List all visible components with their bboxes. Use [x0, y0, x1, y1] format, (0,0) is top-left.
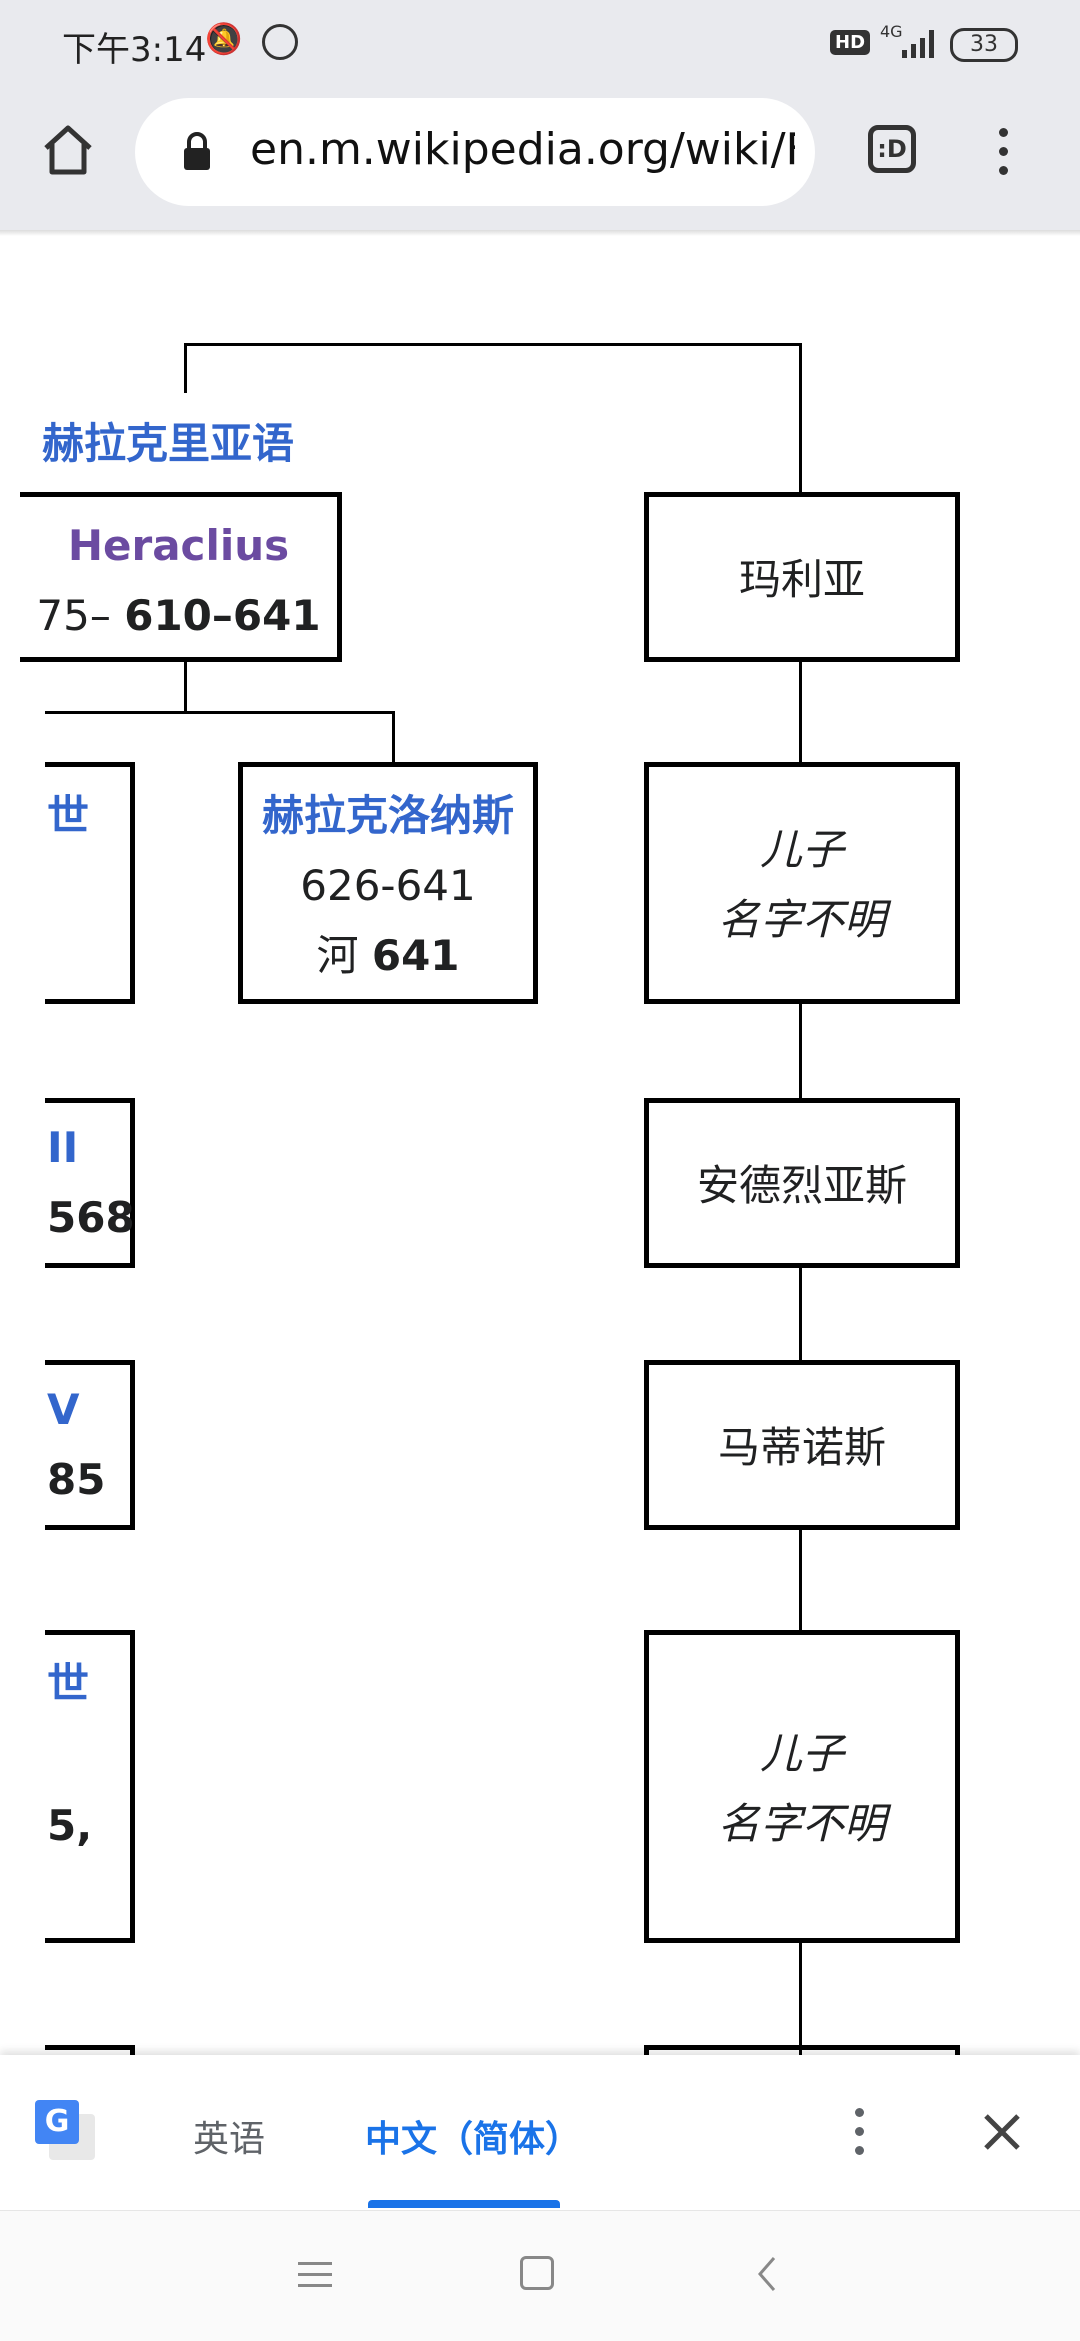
next-box-edge [644, 2045, 960, 2055]
system-nav-bar [0, 2210, 1080, 2341]
network-label: 4G [880, 22, 903, 41]
son-name-unknown-2: 名字不明 [717, 1799, 886, 1848]
tree-line [799, 1265, 802, 1362]
mute-icon: 🔕 [205, 22, 243, 57]
son-name-unknown-1: 名字不明 [717, 895, 886, 944]
left-person-link-2[interactable]: II [47, 1123, 79, 1172]
son-label-1: 儿子 [759, 825, 844, 874]
left-person-box-3: V 85 [45, 1360, 135, 1530]
alarm-icon [262, 24, 298, 60]
left-person-box-4: 世 5, [45, 1630, 135, 1943]
left-person-box-2: II 568 [45, 1098, 135, 1268]
battery-level: 33 [970, 32, 998, 57]
left-person-dates-2: 568 [47, 1193, 135, 1242]
tree-line [799, 1943, 802, 2055]
tree-line [799, 1530, 802, 1630]
close-icon[interactable] [980, 2110, 1024, 2154]
tree-line [184, 343, 802, 346]
heraklonas-reign-prefix: 河 [316, 931, 359, 980]
home-icon[interactable] [38, 120, 98, 180]
translate-source-language[interactable]: 英语 [193, 2119, 266, 2160]
heraklonas-reign: 河 641 [243, 921, 533, 991]
andreas-label: 安德烈亚斯 [696, 1161, 907, 1210]
tree-heading-link[interactable]: 赫拉克里亚语 [42, 419, 295, 468]
recents-icon[interactable] [298, 2258, 332, 2292]
address-bar[interactable] [135, 98, 815, 206]
heraclius-box: Heraclius 75– 610–641 [20, 492, 342, 662]
translate-target-language[interactable]: 中文（简体） [365, 2119, 582, 2160]
google-translate-icon: G [35, 2100, 97, 2162]
status-bar [0, 0, 1080, 90]
tree-line [392, 711, 395, 766]
translate-bar [0, 2055, 1080, 2210]
left-person-box-5-edge [45, 2045, 135, 2055]
heraclius-birth: 75– [36, 591, 111, 640]
heraclius-reign: 610–641 [124, 591, 321, 640]
heraklonas-dates: 626-641 [300, 861, 476, 910]
heraklonas-link[interactable]: 赫拉克洛纳斯 [261, 791, 514, 840]
maria-label: 玛利亚 [738, 555, 865, 604]
andreas-box: 安德烈亚斯 [644, 1098, 960, 1268]
tree-line [799, 660, 802, 765]
left-person-dates-3: 85 [47, 1455, 106, 1504]
left-person-dates-4: 5, [47, 1801, 93, 1850]
url-text[interactable]: en.m.wikipedia.org/wiki/Fa [250, 124, 795, 175]
status-time: 下午3:14 [62, 30, 207, 70]
left-person-link-3[interactable]: V [47, 1385, 80, 1434]
martinos-box: 马蒂诺斯 [644, 1360, 960, 1530]
lock-icon [182, 130, 212, 174]
left-person-box-1: 世 [45, 762, 135, 1004]
tree-line [799, 1002, 802, 1099]
son-label-2: 儿子 [759, 1729, 844, 1778]
maria-box: 玛利亚 [644, 492, 960, 662]
heraklonas-box: 赫拉克洛纳斯 626-641 河 641 [238, 762, 538, 1004]
heraclius-dates: 75– 610–641 [20, 581, 337, 651]
menu-icon[interactable] [995, 128, 1011, 178]
tree-line [45, 711, 395, 714]
martinos-label: 马蒂诺斯 [717, 1423, 886, 1472]
tree-line [799, 343, 802, 493]
tree-line [184, 660, 187, 713]
heraclius-link[interactable]: Heraclius [67, 521, 290, 570]
battery-icon: 33 [950, 28, 1018, 62]
son-unknown-box-1: 儿子 名字不明 [644, 762, 960, 1004]
tab-count: :D [877, 135, 907, 163]
hd-badge: HD [830, 30, 871, 55]
son-unknown-box-2: 儿子 名字不明 [644, 1630, 960, 1943]
tab-switcher-button[interactable]: :D [868, 125, 916, 173]
heraklonas-reign-year: 641 [371, 931, 460, 980]
signal-icon [900, 28, 940, 58]
target-language-indicator [368, 2200, 560, 2208]
left-person-link-1[interactable]: 世 [47, 791, 90, 840]
left-person-link-4[interactable]: 世 [47, 1659, 90, 1708]
tree-line [184, 343, 187, 393]
back-icon[interactable] [750, 2254, 784, 2294]
toolbar-shadow [0, 230, 1080, 236]
home-nav-icon[interactable] [520, 2256, 554, 2290]
translate-menu-icon[interactable] [852, 2108, 868, 2158]
